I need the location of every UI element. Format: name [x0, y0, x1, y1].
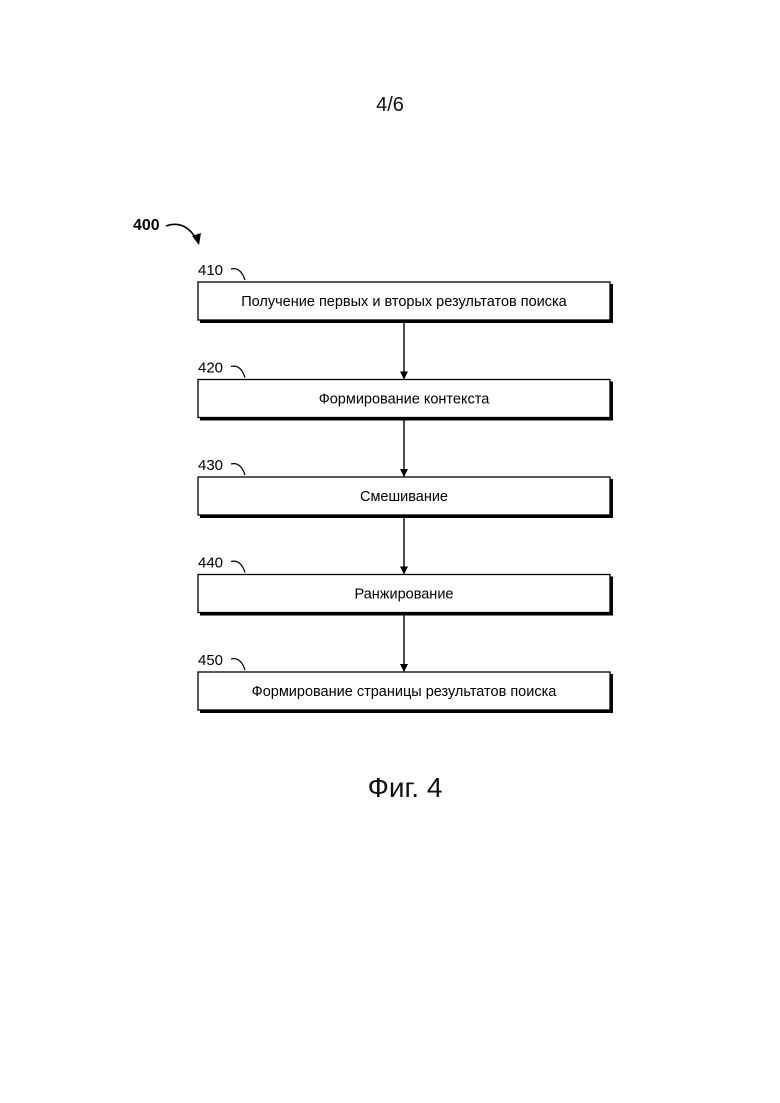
step-label: Ранжирование	[355, 587, 454, 603]
step-label: Формирование контекста	[319, 392, 491, 408]
step-450: 450Формирование страницы результатов пои…	[198, 652, 612, 712]
step-ref-number: 410	[198, 262, 223, 279]
step-ref-number: 450	[198, 652, 223, 669]
step-ref-leader	[231, 464, 245, 475]
step-label: Получение первых и вторых результатов по…	[241, 294, 567, 310]
figure-ref-arrow	[166, 224, 197, 240]
step-ref-leader	[231, 366, 245, 377]
steps-layer: 410Получение первых и вторых результатов…	[198, 262, 612, 712]
step-label: Формирование страницы результатов поиска	[252, 684, 558, 700]
step-ref-leader	[231, 269, 245, 280]
figure-ref-label: 400	[133, 217, 160, 234]
step-440: 440Ранжирование	[198, 555, 612, 672]
step-410: 410Получение первых и вторых результатов…	[198, 262, 612, 379]
step-ref-number: 420	[198, 360, 223, 377]
step-ref-leader	[231, 659, 245, 670]
step-430: 430Смешивание	[198, 457, 612, 574]
figure-caption: Фиг. 4	[0, 772, 780, 804]
step-label: Смешивание	[360, 489, 448, 505]
step-ref-number: 430	[198, 457, 223, 474]
step-ref-number: 440	[198, 555, 223, 572]
step-420: 420Формирование контекста	[198, 360, 612, 477]
step-ref-leader	[231, 561, 245, 572]
